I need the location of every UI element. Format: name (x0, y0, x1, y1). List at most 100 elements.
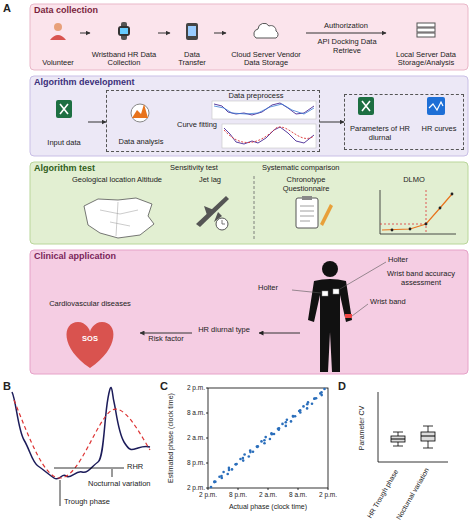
section-subtitle: Systematic comparison (262, 164, 362, 173)
scatter-dot (299, 409, 302, 412)
band-background (30, 250, 468, 374)
band-heading: Clinical application (34, 251, 234, 261)
scatter-dot (213, 481, 216, 484)
step-node: Local Server Data Storage/Analysis (386, 22, 466, 68)
fitted-trace (222, 124, 316, 148)
dashed-group: Parameters of HR diurnalHR curves (344, 94, 464, 150)
fitted-trace (222, 124, 316, 148)
questionnaire-icon (296, 198, 318, 228)
curve-label: Nocturnal variation (88, 480, 154, 489)
dlmo-chart (439, 207, 442, 210)
tick-label: 2 p.m. (313, 491, 343, 498)
axis-title: Estimated phase (clock time) (167, 388, 175, 488)
device-label: Holter (258, 284, 292, 293)
hr-trace (212, 101, 316, 119)
scatter-dot (307, 401, 310, 404)
curve-icon (429, 102, 443, 110)
spreadsheet-icon (56, 100, 72, 118)
step-node: Wristband HR Data Collection (90, 22, 158, 68)
node-text: Local Server Data Storage/Analysis (386, 51, 466, 68)
scatter-dot (281, 423, 284, 426)
scatter-dot (263, 439, 266, 442)
test-node: Jet lag (182, 176, 238, 240)
edge-label: Risk factor (147, 335, 184, 344)
node-text: Curve fitting (173, 121, 221, 130)
scatter-dot (239, 458, 242, 461)
phone-icon (186, 23, 198, 40)
panel-letter: B (3, 380, 17, 393)
body-figure (322, 261, 338, 277)
section-band: Algorithm developmentInput dataData prep… (30, 76, 468, 156)
step-node: Cloud Server Vendor Data Storage (226, 22, 306, 68)
node-text: HR curves (415, 125, 463, 134)
node-text: Data analysis (118, 138, 163, 147)
scatter-dot (252, 450, 255, 453)
device-label: Holter (388, 256, 422, 265)
questionnaire-icon (302, 196, 312, 200)
body-figure (308, 279, 352, 372)
node-text: Jet lag (199, 176, 221, 185)
dlmo-chart (382, 194, 452, 230)
scatter-dot (273, 433, 276, 436)
hr-curve (54, 468, 124, 469)
body-figure (322, 291, 328, 296)
node-text: DLMO (403, 176, 425, 185)
curve-icon (427, 97, 445, 115)
connector-arrow (214, 33, 226, 34)
scatter-dot (226, 473, 229, 476)
spreadsheet-icon (56, 100, 72, 118)
plane-icon (216, 218, 228, 230)
scatter-dot (242, 459, 245, 462)
node-text: Volunteer (42, 59, 74, 68)
step-node: Data Transfer (170, 22, 214, 68)
body-figure (308, 261, 352, 372)
hr-trace (214, 104, 314, 114)
test-node: Geological location Altitude (64, 176, 170, 242)
questionnaire-icon (320, 204, 333, 226)
test-divider (254, 176, 255, 240)
node-text: HR diurnal type (198, 326, 250, 335)
node-text: Cardiovascular diseases (49, 300, 131, 309)
tick-label: 8 p.m. (176, 459, 205, 466)
scatter-dot (294, 415, 297, 418)
hr-trace (214, 103, 314, 115)
wristband-icon (120, 28, 128, 34)
map-icon (84, 198, 154, 238)
leader-line (292, 262, 386, 316)
server-icon (417, 28, 435, 32)
plane-icon (196, 196, 229, 230)
scatter-dot (256, 446, 259, 449)
cloud-icon (254, 23, 278, 38)
scatter-dot (290, 420, 293, 423)
server-icon (417, 23, 435, 27)
panel-letter: A (3, 2, 17, 15)
phone-icon (188, 26, 196, 36)
boxplot (421, 432, 435, 441)
scatter-dot (260, 440, 263, 443)
dlmo-chart (380, 190, 426, 234)
scatter-dot (234, 463, 237, 466)
node-text: Wrist band accuracy assessment (376, 270, 466, 287)
cloud-icon (254, 23, 278, 38)
tick-label: 2 a.m. (253, 491, 283, 498)
flow-arrow (259, 333, 300, 334)
connector-arrow (306, 33, 386, 34)
icon-text: SOS (80, 335, 100, 344)
test-divider (254, 176, 255, 240)
scatter-dot (269, 438, 272, 441)
scatter-dot (235, 463, 238, 466)
section-subtitle: Sensitivity test (170, 164, 248, 173)
spreadsheet-icon (362, 101, 370, 111)
scatter-dot (320, 394, 323, 397)
panel-letter: C (160, 380, 174, 393)
scatter-dot (320, 391, 323, 394)
scatter-dot (311, 403, 314, 406)
questionnaire-icon (300, 206, 314, 221)
analysis-icon (131, 104, 149, 122)
axis-title: Parameter CV (358, 388, 366, 468)
scatter-dot (214, 481, 217, 484)
dlmo-chart (425, 223, 428, 226)
boxplot (391, 436, 405, 442)
hr-curve (14, 400, 150, 478)
